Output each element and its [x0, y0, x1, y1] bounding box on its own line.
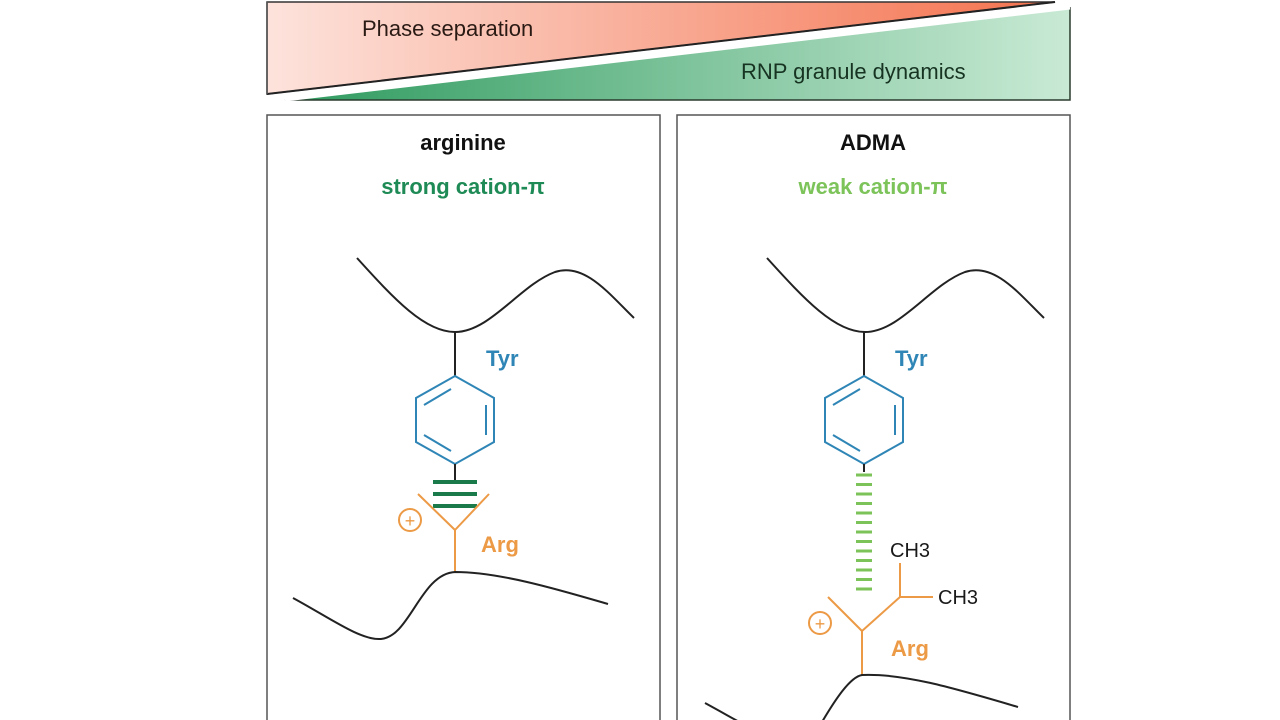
phase-separation-label: Phase separation — [362, 16, 533, 41]
arg-label: Arg — [891, 636, 929, 661]
arg-label: Arg — [481, 532, 519, 557]
panel-title: ADMA — [840, 130, 906, 155]
panel-frame — [676, 114, 1071, 720]
panel-arginine: arginine strong cation-π Tyr + Arg — [266, 114, 661, 720]
weak-cation-pi-bond — [856, 473, 872, 591]
panel-subtitle: weak cation-π — [798, 174, 948, 199]
tyr-label: Tyr — [895, 346, 928, 371]
methyl-label-1: CH3 — [890, 540, 930, 562]
svg-text:+: + — [815, 614, 826, 634]
upper-backbone — [356, 257, 635, 334]
adma-sidechain — [827, 563, 933, 675]
strong-cation-pi-bond — [433, 480, 477, 508]
upper-backbone — [766, 257, 1045, 334]
tyr-label: Tyr — [486, 346, 519, 371]
panel-frame — [266, 114, 661, 720]
lower-backbone — [704, 673, 1019, 720]
arginine-sidechain — [417, 493, 490, 572]
panel-subtitle: strong cation-π — [381, 174, 545, 199]
positive-charge-icon: + — [398, 508, 422, 532]
positive-charge-icon: + — [808, 611, 832, 635]
panel-title: arginine — [420, 130, 506, 155]
lower-backbone — [292, 570, 609, 641]
svg-text:+: + — [405, 511, 416, 531]
gradient-banner: Phase separation RNP granule dynamics — [266, 1, 1071, 102]
methyl-label-2: CH3 — [938, 587, 978, 609]
banner-divider — [266, 1, 1056, 95]
rnp-granule-dynamics-label: RNP granule dynamics — [741, 59, 966, 84]
panel-adma: ADMA weak cation-π Tyr CH3 CH3 + Arg — [676, 114, 1071, 720]
